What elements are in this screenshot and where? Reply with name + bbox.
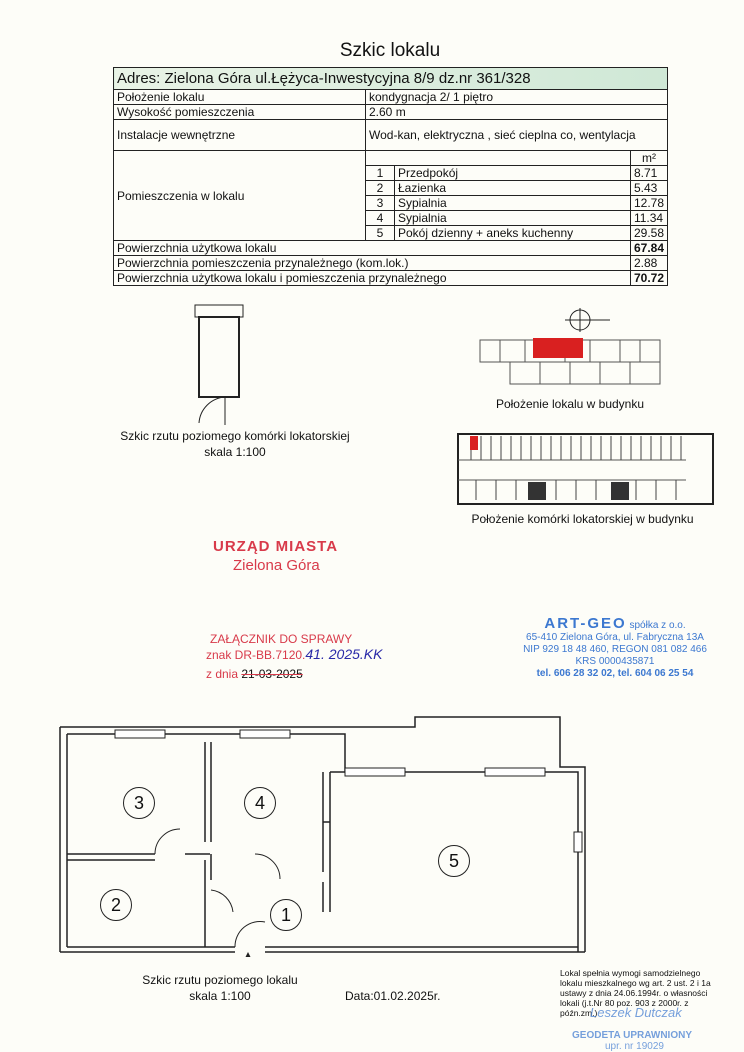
storage-room-sketch <box>194 304 244 425</box>
row-label: Wysokość pomieszczenia <box>113 104 366 120</box>
attachment-date-label: z dnia <box>206 667 239 681</box>
storage-highlight <box>470 436 478 450</box>
date: Data:01.02.2025r. <box>345 989 441 1003</box>
surveyor-title: GEODETA UPRAWNIONY <box>572 1030 693 1041</box>
storage-scale: skala 1:100 <box>204 445 266 459</box>
legal-note: Lokal spełnia wymogi samodzielnego lokal… <box>560 968 711 1018</box>
address: Adres: Zielona Góra ul.Łężyca-Inwestycyj… <box>113 67 668 90</box>
surveyor-name: Leszek Dutczak <box>590 1005 682 1020</box>
total-label: Powierzchnia użytkowa lokalu <box>113 240 631 256</box>
row-value: kondygnacja 2/ 1 piętro <box>365 89 668 105</box>
total-value: 67.84 <box>629 240 669 256</box>
total-value: 70.72 <box>629 270 669 286</box>
unit-highlight <box>533 338 583 358</box>
rooms-label: Pomieszczenia w lokalu <box>113 150 366 241</box>
office-stamp-line2: Zielona Góra <box>233 557 320 574</box>
floor-plan <box>59 716 586 957</box>
unit-details-table: Adres: Zielona Góra ul.Łężyca-Inwestycyj… <box>113 67 669 286</box>
storage-building-diagram <box>457 433 714 505</box>
row-label: Położenie lokalu <box>113 89 366 105</box>
plan-scale: skala 1:100 <box>189 989 251 1003</box>
row-label: Instalacje wewnętrzne <box>113 119 366 151</box>
storage-caption: Szkic rzutu poziomego komórki lokatorski… <box>120 429 350 443</box>
office-stamp-line1: URZĄD MIASTA <box>213 538 339 555</box>
total-value: 2.88 <box>629 255 669 271</box>
building-caption: Położenie lokalu w budynku <box>495 397 645 411</box>
total-label: Powierzchnia pomieszczenia przynależnego… <box>113 255 631 271</box>
building-position-diagram <box>479 308 661 385</box>
page-title: Szkic lokalu <box>339 40 441 61</box>
surveyor-license: upr. nr 19029 <box>605 1041 664 1052</box>
unit-header: m² <box>629 150 669 166</box>
attachment-stamp-line1: ZAŁĄCZNIK DO SPRAWY <box>210 632 353 646</box>
row-value: Wod-kan, elektryczna , sieć cieplna co, … <box>365 119 668 151</box>
attachment-date: 21-03-2025 <box>241 667 303 681</box>
storage-building-caption: Położenie komórki lokatorskiej w budynku <box>471 512 694 526</box>
handwritten-ref: 41. 2025.KK <box>305 646 383 662</box>
company-stamp: ART-GEO spółka z o.o. 65-410 Zielona Gór… <box>523 615 707 679</box>
row-value: 2.60 m <box>365 104 668 120</box>
entrance-arrow-icon <box>245 952 251 957</box>
plan-caption: Szkic rzutu poziomego lokalu <box>142 973 298 987</box>
total-label: Powierzchnia użytkowa lokalu i pomieszcz… <box>113 270 631 286</box>
attachment-ref: znak DR-BB.7120. <box>206 648 306 662</box>
